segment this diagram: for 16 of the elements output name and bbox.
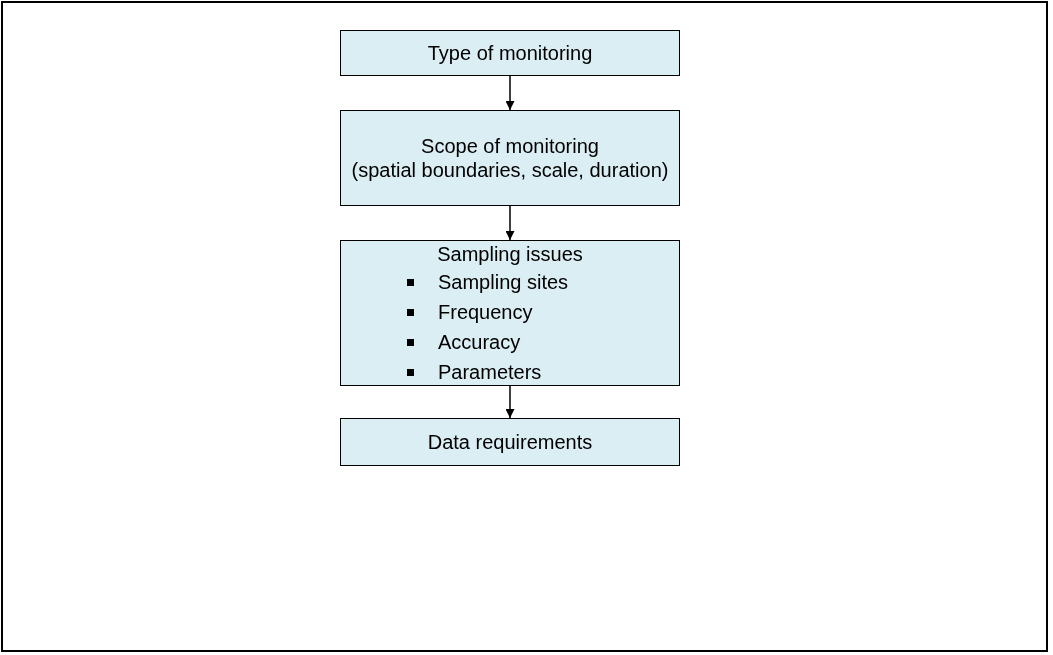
arrow bbox=[505, 205, 515, 241]
process-box bbox=[340, 110, 680, 206]
list-item: Parameters bbox=[438, 360, 542, 384]
box-heading: Sampling issues bbox=[437, 242, 583, 266]
box-label: Data requirements bbox=[427, 430, 593, 454]
box-subtext: (spatial boundaries, scale, duration) bbox=[351, 158, 669, 182]
process-box bbox=[340, 418, 680, 466]
arrow bbox=[505, 385, 515, 419]
process-box bbox=[340, 30, 680, 76]
process-box bbox=[340, 240, 680, 386]
box-label: Scope of monitoring bbox=[421, 134, 599, 158]
list-item: Sampling sites bbox=[438, 270, 569, 294]
arrow bbox=[505, 75, 515, 111]
list-item: Frequency bbox=[438, 300, 533, 324]
box-label: Type of monitoring bbox=[427, 41, 593, 65]
list-item: Accuracy bbox=[438, 330, 521, 354]
